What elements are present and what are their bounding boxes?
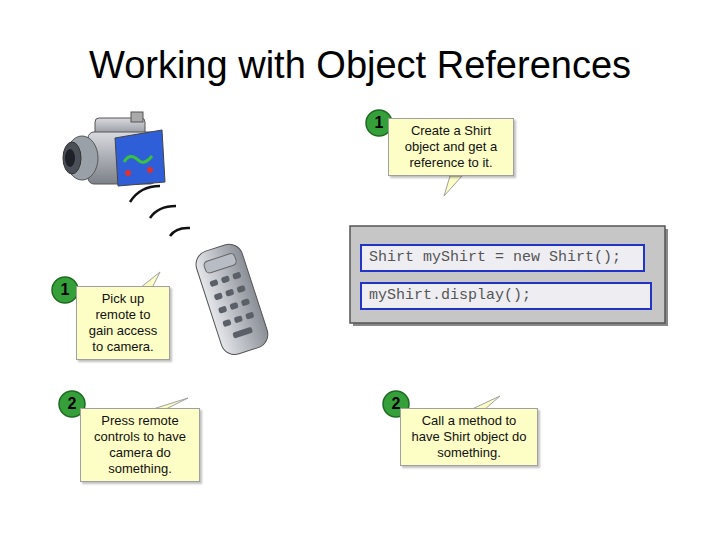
code-line-box: Shirt myShirt = new Shirt(); bbox=[360, 244, 645, 272]
code-line-box: myShirt.display(); bbox=[360, 282, 652, 310]
callout-box: Press remote controls to have camera do … bbox=[80, 408, 200, 482]
callout-number: 1 bbox=[367, 111, 391, 135]
callout-text: Call a method to have Shirt object do so… bbox=[406, 413, 532, 461]
callout-text: Pick up remote to gain access to camera. bbox=[82, 291, 164, 355]
callout-circle bbox=[52, 110, 409, 417]
callout-number: 1 bbox=[53, 278, 77, 302]
callout-number: 2 bbox=[384, 392, 408, 416]
code-text: Shirt myShirt = new Shirt(); bbox=[369, 248, 636, 268]
callout-box: Call a method to have Shirt object do so… bbox=[400, 408, 538, 466]
camcorder-icon bbox=[63, 112, 165, 186]
callout-box: Pick up remote to gain access to camera. bbox=[76, 286, 170, 360]
callout-text: Create a Shirt object and get a referenc… bbox=[394, 123, 508, 171]
callout-number: 2 bbox=[60, 392, 84, 416]
callout-box: Create a Shirt object and get a referenc… bbox=[388, 118, 514, 176]
remote-control bbox=[192, 241, 271, 359]
callout-text: Press remote controls to have camera do … bbox=[86, 413, 194, 477]
code-panel bbox=[350, 226, 668, 326]
signal-waves bbox=[130, 186, 190, 236]
code-text: myShirt.display(); bbox=[369, 286, 643, 306]
slide-title: Working with Object References bbox=[0, 44, 720, 87]
